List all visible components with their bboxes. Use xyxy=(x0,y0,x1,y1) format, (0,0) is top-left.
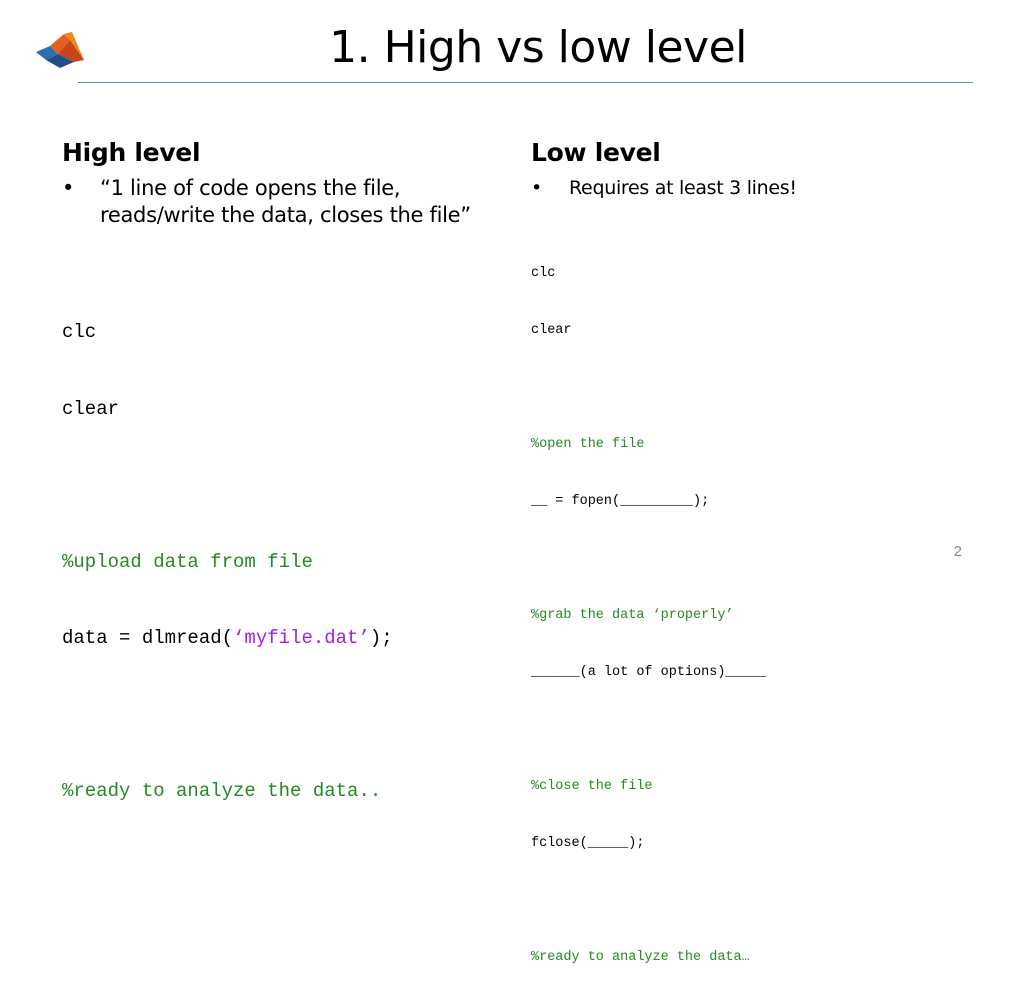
code-line: clc xyxy=(531,266,556,281)
low-level-column: Low level • Requires at least 3 lines! c… xyxy=(531,138,961,1005)
high-level-bullet-text: “1 line of code opens the file, reads/wr… xyxy=(100,176,471,227)
code-comment: %ready to analyze the data… xyxy=(531,950,750,965)
code-comment: %close the file xyxy=(531,779,653,794)
page-number: 2 xyxy=(953,543,962,560)
page-title: 1. High vs low level xyxy=(329,22,747,73)
code-comment: %open the file xyxy=(531,437,645,452)
high-level-column: High level • “1 line of code opens the f… xyxy=(62,138,482,856)
code-call-suffix: ); xyxy=(369,627,393,649)
high-level-code-block: clc clear %upload data from file data = … xyxy=(62,269,482,856)
code-line: fclose(_____); xyxy=(531,836,645,851)
bullet-dot-icon: • xyxy=(531,177,542,199)
code-string-literal: ‘myfile.dat’ xyxy=(233,627,370,649)
code-comment: %ready to analyze the data.. xyxy=(62,780,382,802)
code-line: clc xyxy=(62,321,97,343)
low-level-bullet-text: Requires at least 3 lines! xyxy=(569,177,797,199)
code-line: clear xyxy=(62,397,120,420)
matlab-logo-icon xyxy=(36,32,84,68)
title-divider xyxy=(78,82,973,83)
code-line: data = dlmread(‘myfile.dat’); xyxy=(62,626,482,652)
low-level-heading: Low level xyxy=(531,138,661,167)
code-comment: %grab the data ‘properly’ xyxy=(531,608,734,623)
code-line: __ = fopen(_________); xyxy=(531,494,710,509)
code-line: ______(a lot of options)_____ xyxy=(531,665,766,680)
code-line: clear xyxy=(531,323,572,338)
high-level-heading: High level xyxy=(62,138,201,167)
code-comment: %upload data from file xyxy=(62,550,313,573)
code-call-prefix: data = dlmread( xyxy=(62,627,234,649)
low-level-bullet: • Requires at least 3 lines! xyxy=(531,175,961,201)
high-level-bullet: • “1 line of code opens the file, reads/… xyxy=(62,175,482,229)
bullet-dot-icon: • xyxy=(62,176,75,200)
low-level-code-block: clc clear %open the file __ = fopen(____… xyxy=(531,226,961,1005)
